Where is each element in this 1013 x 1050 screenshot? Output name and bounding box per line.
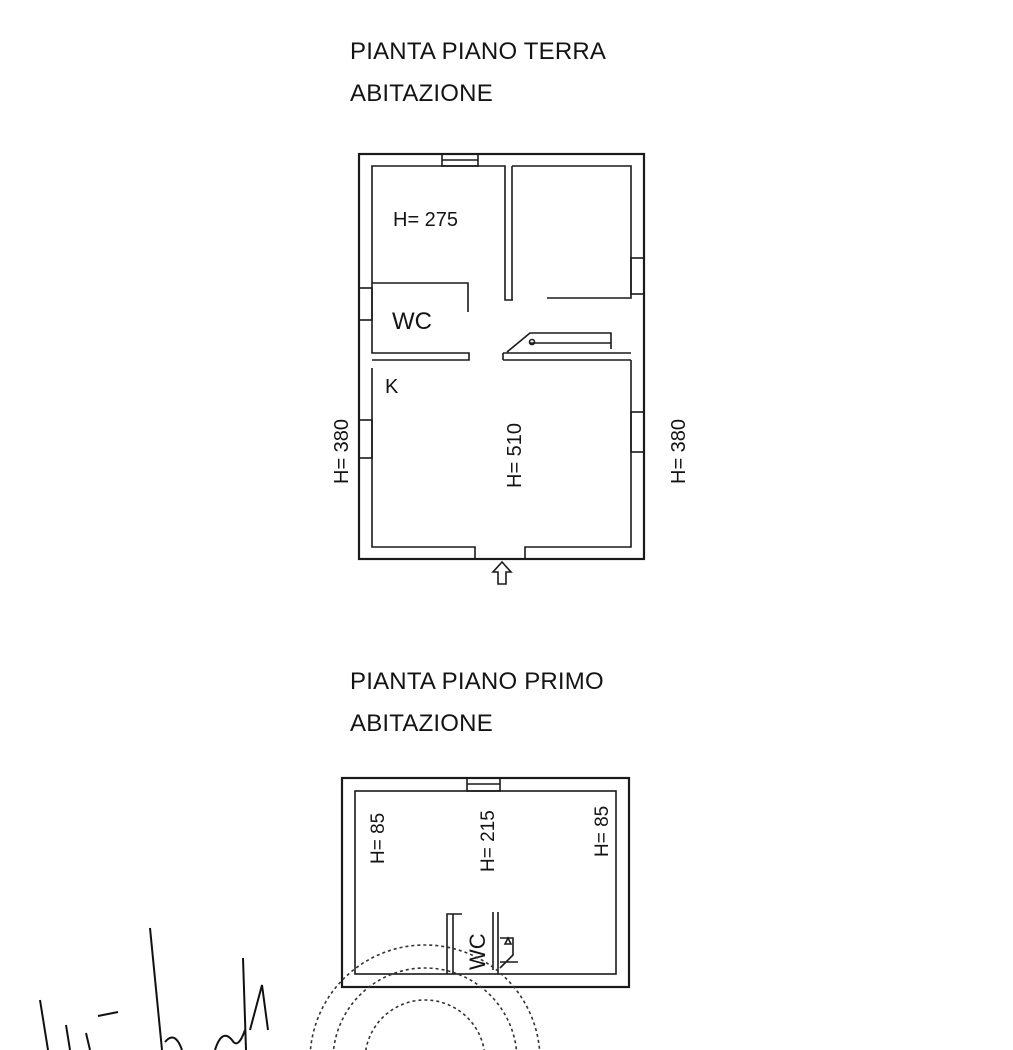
label-wc-ground: WC bbox=[392, 308, 432, 335]
label-height-215: H= 215 bbox=[478, 810, 499, 872]
label-wc-first: WC bbox=[465, 933, 490, 970]
first-floor-title-line1: PIANTA PIANO PRIMO bbox=[350, 668, 604, 695]
label-kitchen: K bbox=[385, 376, 399, 398]
stair-symbol bbox=[506, 332, 612, 353]
ground-floor-title-line1: PIANTA PIANO TERRA bbox=[350, 38, 607, 65]
label-height-85-left: H= 85 bbox=[368, 813, 389, 864]
official-seal-stamp bbox=[309, 944, 541, 1050]
label-height-275: H= 275 bbox=[393, 209, 458, 231]
fixture-marker-icon bbox=[503, 936, 513, 945]
handwritten-signature bbox=[39, 927, 269, 1050]
ground-floor-plan: H= 275 WC K H= 380 H= 510 H= 380 bbox=[331, 152, 690, 585]
wc-first-wall-left bbox=[446, 913, 462, 974]
ground-floor-title: PIANTA PIANO TERRA ABITAZIONE bbox=[350, 34, 606, 118]
label-height-380-left: H= 380 bbox=[331, 419, 353, 484]
ground-floor-title-line2: ABITAZIONE bbox=[350, 80, 493, 107]
stair-start-marker-icon bbox=[528, 338, 536, 346]
window-left-upper bbox=[358, 287, 373, 321]
window-left-lower bbox=[358, 419, 373, 459]
entrance-arrow-up-icon bbox=[491, 560, 513, 585]
room-top-right-wall bbox=[511, 165, 632, 300]
wc-wall bbox=[371, 282, 470, 361]
first-floor-title-line2: ABITAZIONE bbox=[350, 710, 493, 737]
label-height-85-right: H= 85 bbox=[592, 806, 613, 857]
room-top-left-wall bbox=[371, 165, 513, 301]
label-height-510: H= 510 bbox=[504, 423, 526, 488]
window-right-lower bbox=[630, 411, 645, 453]
first-floor-title: PIANTA PIANO PRIMO ABITAZIONE bbox=[350, 664, 604, 748]
first-floor-plan: H= 85 H= 215 H= 85 WC bbox=[340, 776, 631, 989]
wc-fixture-symbol bbox=[499, 937, 518, 969]
living-room-wall bbox=[371, 360, 632, 559]
label-height-380-right: H= 380 bbox=[668, 419, 690, 484]
window-right-upper bbox=[630, 257, 645, 295]
hall-wall bbox=[502, 352, 631, 361]
wc-first-wall-right bbox=[492, 912, 499, 974]
ground-outer-wall bbox=[357, 152, 646, 561]
